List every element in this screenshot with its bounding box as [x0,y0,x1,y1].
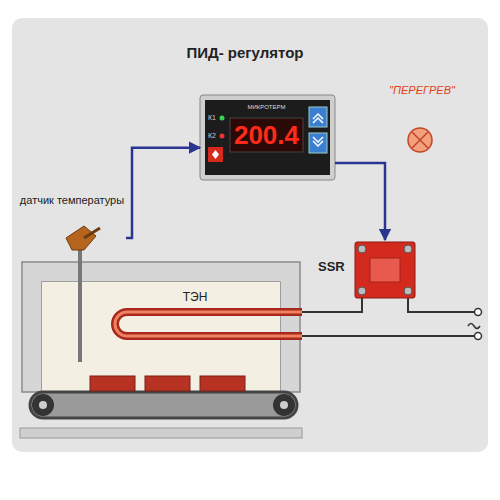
overheat-indicator: "ПЕРЕГРЕВ" [372,78,472,106]
sensor-label: датчик температуры [18,194,126,207]
heater-tube [115,312,302,336]
controller-face [205,100,330,175]
channel-label: К2 [208,132,220,140]
base-plate [20,428,302,438]
controller-frame [200,95,335,180]
probe-gland [84,228,100,238]
indicator-label: "ПЕРЕГРЕВ" [372,78,472,97]
screw-terminal [358,245,366,253]
roller-hub [39,401,47,409]
screw-terminal [404,287,412,295]
part-label: ТЭН [170,290,220,304]
temperature-sensor: датчик температуры [18,194,126,252]
lamp-cross [412,132,428,148]
led [220,134,225,139]
probe-head [66,226,96,250]
probe-stem [78,244,82,362]
button [309,107,327,127]
wire [302,298,362,312]
ac-symbol [468,324,480,329]
button-icon [212,150,219,159]
belt-roller [32,394,54,416]
ssr-relay: SSR [318,240,418,300]
screw-terminal [404,245,412,253]
product [90,376,135,391]
display-value: 200.4 [230,118,303,152]
ssr-module [355,242,415,298]
wire [302,335,474,337]
background-panel [12,18,488,452]
oven-housing [22,262,300,392]
conveyor-belt [30,392,297,418]
button [208,147,223,162]
roller-hub [280,401,288,409]
display-window [230,118,303,152]
relay-label: SSR [318,259,354,275]
button [309,133,327,153]
terminal [475,309,482,316]
screw-terminal [358,287,366,295]
ssr-label-plate [370,258,400,282]
signal-arrow [126,148,200,238]
wire [408,298,474,312]
lamp [408,128,432,152]
product [200,376,245,391]
signal-arrow [335,163,385,240]
product [145,376,190,391]
channel-label: К1 [208,114,220,122]
diagram-title: ПИД- регулятор [120,44,370,61]
brand-label: МИКРОТЕРМ [230,103,303,111]
button-icon [313,137,323,146]
terminal [475,333,482,340]
heater-core [115,312,302,336]
controller-device: МИКРОТЕРМ К1К2 200.4 [200,95,335,180]
button-icon [313,114,323,123]
led [220,116,225,121]
belt-roller [273,394,295,416]
